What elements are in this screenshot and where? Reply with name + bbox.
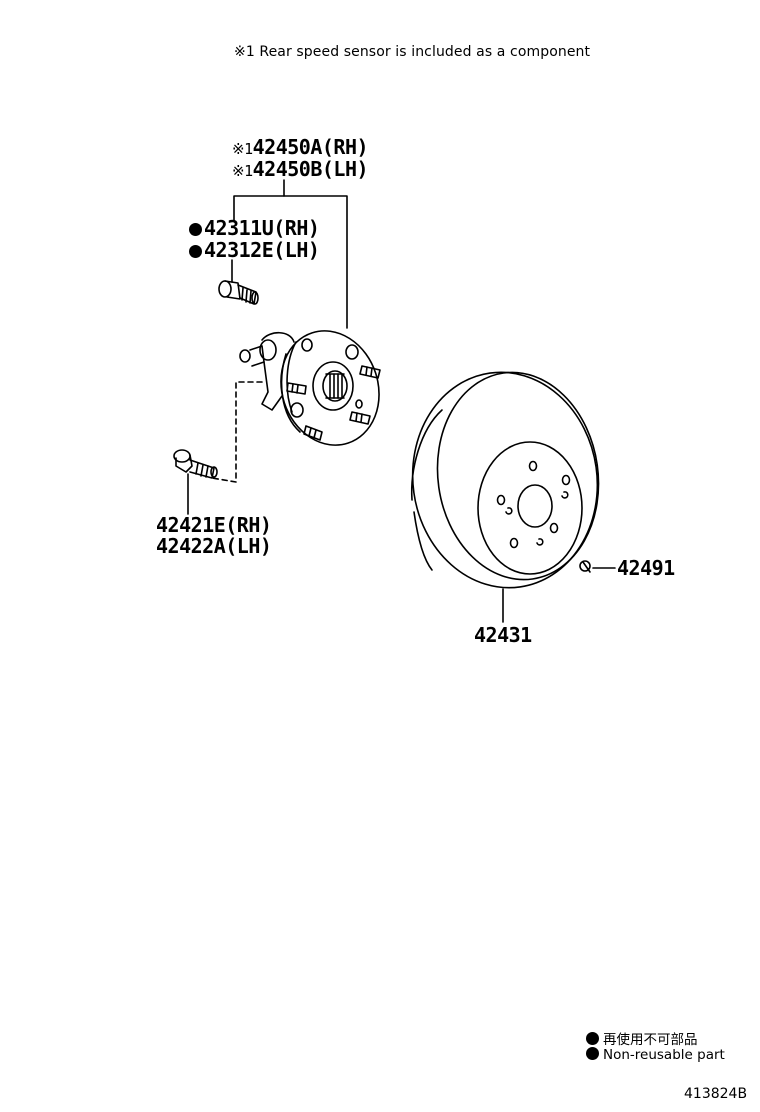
hub-bolt-drawing	[218, 280, 259, 305]
part-number-disc: 42431	[474, 623, 532, 647]
legend-dot-icon	[586, 1032, 599, 1045]
mount-dashed-line	[211, 381, 263, 483]
legend-japanese-text: 再使用不可部品	[603, 1032, 698, 1048]
part-number-hub-lh: ※142450B(LH)	[232, 157, 369, 182]
part-number-mount-bolt-lh: 42422A(LH)	[156, 534, 272, 558]
part-number-bolt-rh: 42311U(RH)	[189, 216, 320, 240]
non-reusable-dot-icon	[189, 245, 202, 258]
mount-bolt-drawing	[173, 449, 218, 479]
part-number-mount-bolt-rh: 42421E(RH)	[156, 513, 272, 537]
bolt-lh-number: 42312E(LH)	[204, 238, 320, 262]
hub-rh-number: 42450A(RH)	[252, 135, 369, 159]
part-number-plug: 42491	[617, 556, 675, 580]
component-note: ※1 Rear speed sensor is included as a co…	[234, 44, 591, 60]
brake-disc-drawing	[410, 371, 600, 589]
non-reusable-dot-icon	[189, 223, 202, 236]
legend-english-text: Non-reusable part	[603, 1047, 725, 1063]
hub-leader-line	[233, 195, 348, 329]
bolt-rh-number: 42311U(RH)	[204, 216, 320, 240]
plug-drawing	[579, 560, 591, 573]
hub-assembly-drawing	[239, 330, 381, 446]
hub-lh-mark: ※1	[232, 162, 253, 180]
hub-rh-mark: ※1	[232, 140, 253, 158]
document-id: 413824B	[684, 1086, 748, 1102]
part-number-hub-rh: ※142450A(RH)	[232, 135, 369, 160]
legend-japanese: 再使用不可部品	[586, 1028, 698, 1048]
hub-lh-number: 42450B(LH)	[252, 157, 369, 181]
legend-dot-icon	[586, 1047, 599, 1060]
legend-english: Non-reusable part	[586, 1047, 725, 1063]
part-number-bolt-lh: 42312E(LH)	[189, 238, 320, 262]
